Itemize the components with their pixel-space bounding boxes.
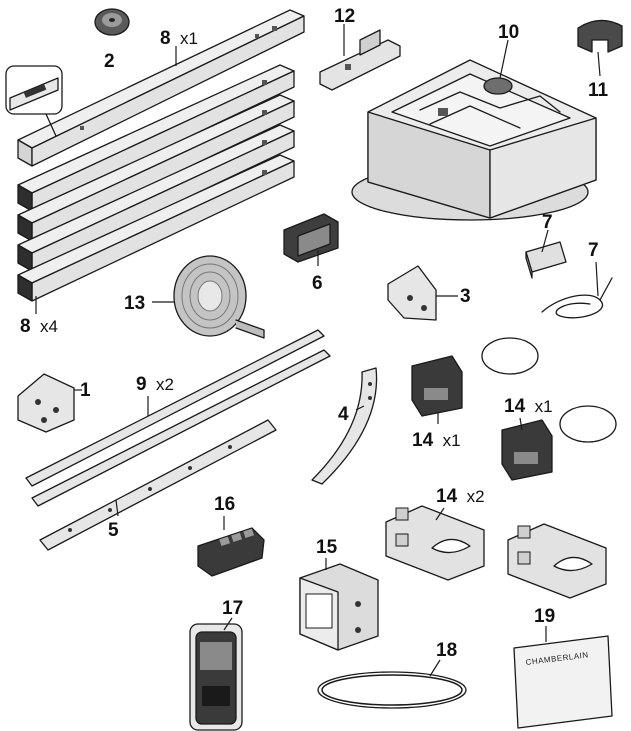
- callout-14-x1-left: 14 x1: [412, 430, 461, 451]
- rope-part: [541, 277, 613, 319]
- trolley-bracket-part: [319, 29, 401, 91]
- door-bracket-part: [17, 373, 75, 433]
- rail-sections: [5, 9, 305, 302]
- rail-4: [17, 154, 295, 302]
- callout-1: 1: [80, 380, 91, 401]
- callout-3: 3: [460, 286, 471, 307]
- callout-15: 15: [316, 537, 338, 558]
- rail-3: [17, 124, 295, 272]
- callout-18: 18: [436, 640, 457, 661]
- callout-9-number: 9: [136, 374, 147, 395]
- callout-6: 6: [312, 273, 323, 294]
- rail-top: [17, 9, 305, 167]
- wall-control-part: [189, 623, 243, 731]
- callout-8-x4: 8 x4: [20, 316, 58, 337]
- door-arm-part: [39, 419, 277, 551]
- callout-2: 2: [104, 51, 115, 72]
- callout-8-quantity: x1: [180, 29, 198, 48]
- remote-control-part: [197, 527, 265, 577]
- callout-11: 11: [588, 80, 609, 101]
- sensor-bracket-left: [385, 505, 485, 581]
- callout-8-quantity-b: x4: [40, 317, 58, 336]
- callout-14-quantity-b: x1: [535, 397, 553, 416]
- callout-14-quantity-a: x1: [443, 431, 461, 450]
- end-cap-part: [577, 19, 623, 53]
- pulley-block-part: [525, 241, 567, 279]
- curved-arm-part: [311, 367, 378, 485]
- callout-14-number-c: 14: [436, 486, 458, 507]
- callout-17: 17: [222, 598, 243, 619]
- lighting-module-part: [299, 563, 379, 651]
- callout-4: 4: [338, 404, 349, 425]
- callout-7-rope: 7: [588, 240, 599, 261]
- sensor-bracket-right: [507, 523, 607, 599]
- straps-part: [25, 329, 331, 507]
- rail-detail-magnifier: [5, 65, 63, 137]
- safety-sensor-left-part: [411, 337, 539, 417]
- callout-14-number-b: 14: [504, 396, 526, 417]
- bracket-clip-part: [283, 213, 339, 263]
- callout-14-number-a: 14: [412, 430, 434, 451]
- callout-14-x1-right: 14 x1: [504, 396, 553, 417]
- callout-12: 12: [334, 6, 355, 27]
- wire-coil-part: [317, 671, 467, 709]
- callout-8-number-b: 8: [20, 316, 31, 337]
- leader-lines: [35, 24, 601, 677]
- belt-coil-part: [173, 255, 265, 339]
- callout-9-quantity: x2: [156, 375, 174, 394]
- callout-8-x1: 8 x1: [160, 28, 198, 49]
- callout-labels: 1 2 3 4 5 6 7 7 8 x1 8 x4 9 x2 10 11 12 …: [20, 6, 609, 661]
- rail-2: [17, 94, 295, 242]
- header-bracket-part: [387, 265, 437, 321]
- callout-8-number: 8: [160, 28, 171, 49]
- callout-14-x2: 14 x2: [436, 486, 485, 507]
- callout-19: 19: [534, 606, 555, 627]
- safety-sensor-right-part: [501, 405, 617, 481]
- callout-13: 13: [124, 293, 145, 314]
- owners-manual-part: CHAMBERLAIN: [513, 635, 613, 729]
- callout-16: 16: [214, 494, 235, 515]
- callout-9-x2: 9 x2: [136, 374, 174, 395]
- callout-14-quantity-c: x2: [467, 487, 485, 506]
- callout-7-pulley: 7: [542, 212, 553, 233]
- callout-5: 5: [108, 520, 119, 541]
- sprocket-part: [94, 8, 130, 36]
- callout-10: 10: [498, 22, 519, 43]
- motor-unit-part: [351, 59, 597, 221]
- sensor-brackets-part: [385, 505, 607, 599]
